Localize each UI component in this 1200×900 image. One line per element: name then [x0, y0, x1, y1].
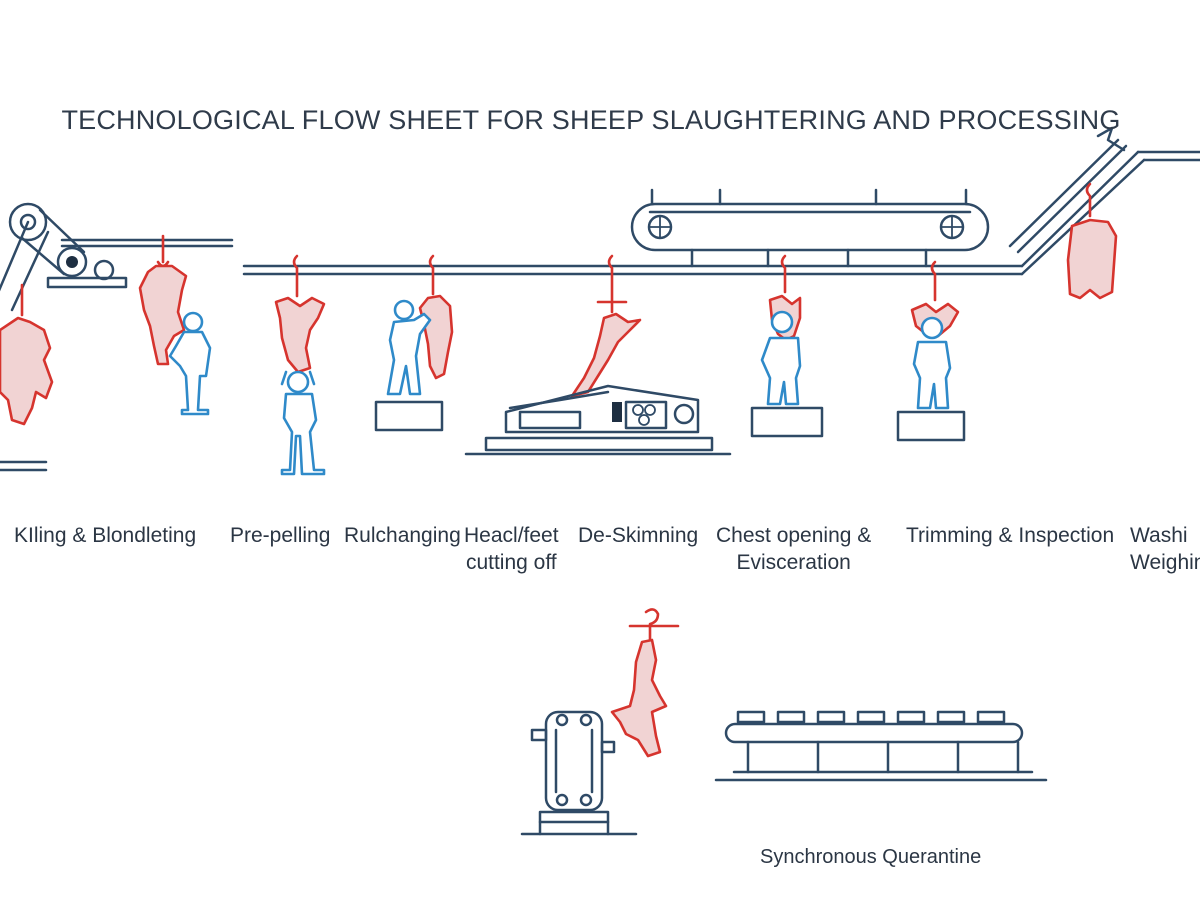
worker-4	[750, 310, 824, 438]
main-rail	[242, 126, 1200, 276]
quarantine-carcass	[610, 608, 680, 758]
step-label-killing: KIling & Blondleting	[14, 524, 197, 547]
step-label-chest-opening: Chest opening & Evisceration	[716, 524, 872, 574]
carcass-washing	[1066, 182, 1118, 300]
worker-5	[896, 316, 966, 442]
carcass-pre-pelling	[274, 254, 326, 374]
carcass-bleeding	[138, 234, 188, 366]
worker-1	[168, 311, 212, 416]
cutting-machine	[464, 384, 732, 456]
step-label-de-skinning: De-Skimning	[578, 524, 699, 547]
diagram-title: TECHNOLOGICAL FLOW SHEET FOR SHEEP SLAUG…	[61, 105, 1121, 135]
step-label-pre-pelling: Pre-pelling	[230, 524, 331, 547]
step-label-rulchanging: Rulchanging	[344, 524, 461, 547]
quarantine-label: Synchronous Querantine	[760, 846, 982, 868]
worker-3	[374, 299, 444, 432]
killing-machine	[0, 202, 234, 472]
worker-2	[280, 370, 326, 476]
carcass-head-feet	[570, 254, 642, 398]
quarantine-conveyor	[714, 710, 1048, 782]
step-label-head-feet: Heacl/feet cutting off	[464, 524, 559, 574]
overhead-drive	[630, 188, 990, 268]
step-label-washing: Washi Weighin	[1130, 524, 1200, 574]
carcass-killing	[0, 283, 54, 426]
quarantine-cabinet	[520, 710, 638, 836]
step-label-trimming: Trimming & Inspection	[906, 524, 1115, 547]
